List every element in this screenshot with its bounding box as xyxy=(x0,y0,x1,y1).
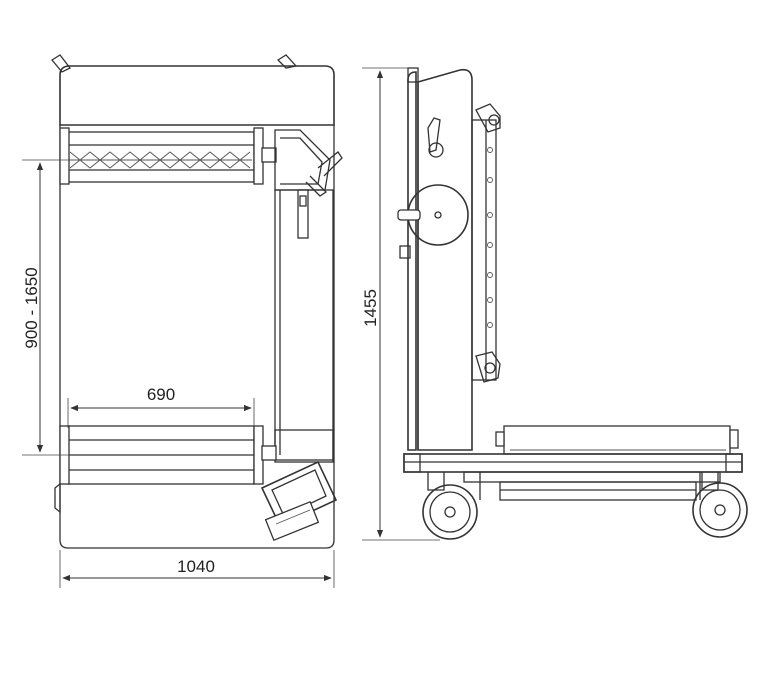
dimension-overall-height: 1455 xyxy=(361,67,440,541)
base-roller xyxy=(495,425,739,455)
label-overall-width: 1040 xyxy=(177,557,215,576)
dimension-overall-width: 1040 xyxy=(59,550,335,588)
dimension-adjustable-height: 900 - 1650 xyxy=(22,159,70,456)
upper-roller xyxy=(59,127,277,185)
bottom-handle xyxy=(260,460,338,542)
top-housing xyxy=(51,54,335,126)
upright-post xyxy=(407,67,473,451)
frame-outline xyxy=(59,125,335,549)
rear-wheel xyxy=(422,472,478,540)
label-roller-width: 690 xyxy=(147,385,175,404)
handle-mechanism xyxy=(274,129,343,239)
dimension-roller-width: 690 xyxy=(67,385,255,428)
adjustment-disc xyxy=(397,184,469,246)
side-view xyxy=(397,67,748,540)
lower-roller xyxy=(59,425,277,485)
base-frame xyxy=(403,453,743,501)
label-overall-height: 1455 xyxy=(361,289,380,327)
back-rail xyxy=(471,103,501,383)
side-knob xyxy=(399,245,411,259)
front-view xyxy=(51,54,343,549)
side-bracket xyxy=(54,482,61,514)
central-column xyxy=(274,189,334,463)
label-adjustable-height: 900 - 1650 xyxy=(22,267,41,348)
front-wheel xyxy=(692,472,748,538)
lever xyxy=(427,117,444,158)
